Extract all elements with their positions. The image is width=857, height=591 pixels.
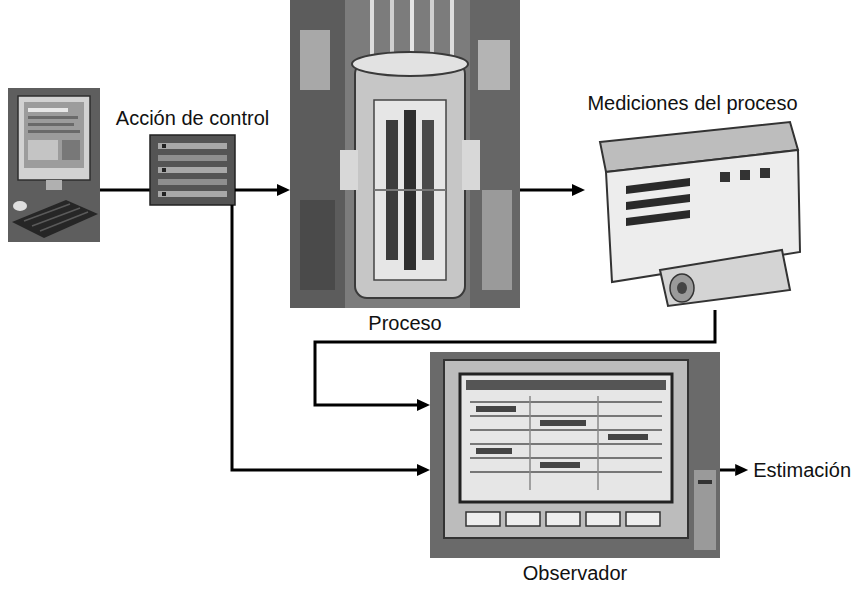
node-caption: Mediciones del proceso xyxy=(587,92,797,115)
observer-box: Observador xyxy=(430,352,720,558)
control-box: Acción de control xyxy=(150,135,235,205)
reactor-photo xyxy=(290,0,520,308)
arrow-head xyxy=(735,464,748,476)
output-arrow xyxy=(720,464,748,476)
connector-line xyxy=(232,205,417,470)
observer-monitor xyxy=(430,352,720,558)
computer-link xyxy=(100,189,150,192)
measurement-box: Mediciones del proceso xyxy=(585,120,800,310)
arrow-head xyxy=(277,184,290,196)
measurement-device xyxy=(600,122,800,306)
process-arrow xyxy=(520,184,585,196)
computer-photo xyxy=(8,88,100,242)
connector-line xyxy=(520,189,572,192)
control-device xyxy=(150,135,235,205)
node-caption: Proceso xyxy=(368,312,441,335)
output-label: Estimación xyxy=(753,459,851,482)
arrow-head xyxy=(572,184,585,196)
node-caption: Acción de control xyxy=(116,107,269,130)
connector-line xyxy=(235,189,277,192)
arrow-head xyxy=(417,464,430,476)
node-caption: Observador xyxy=(523,562,628,585)
arrow-head xyxy=(417,399,430,411)
connector-line xyxy=(720,469,735,472)
connector-line xyxy=(315,310,715,405)
process-arrow xyxy=(232,205,430,476)
process-box: Proceso xyxy=(290,0,520,308)
process-arrow xyxy=(315,310,715,411)
process-arrow xyxy=(235,184,290,196)
